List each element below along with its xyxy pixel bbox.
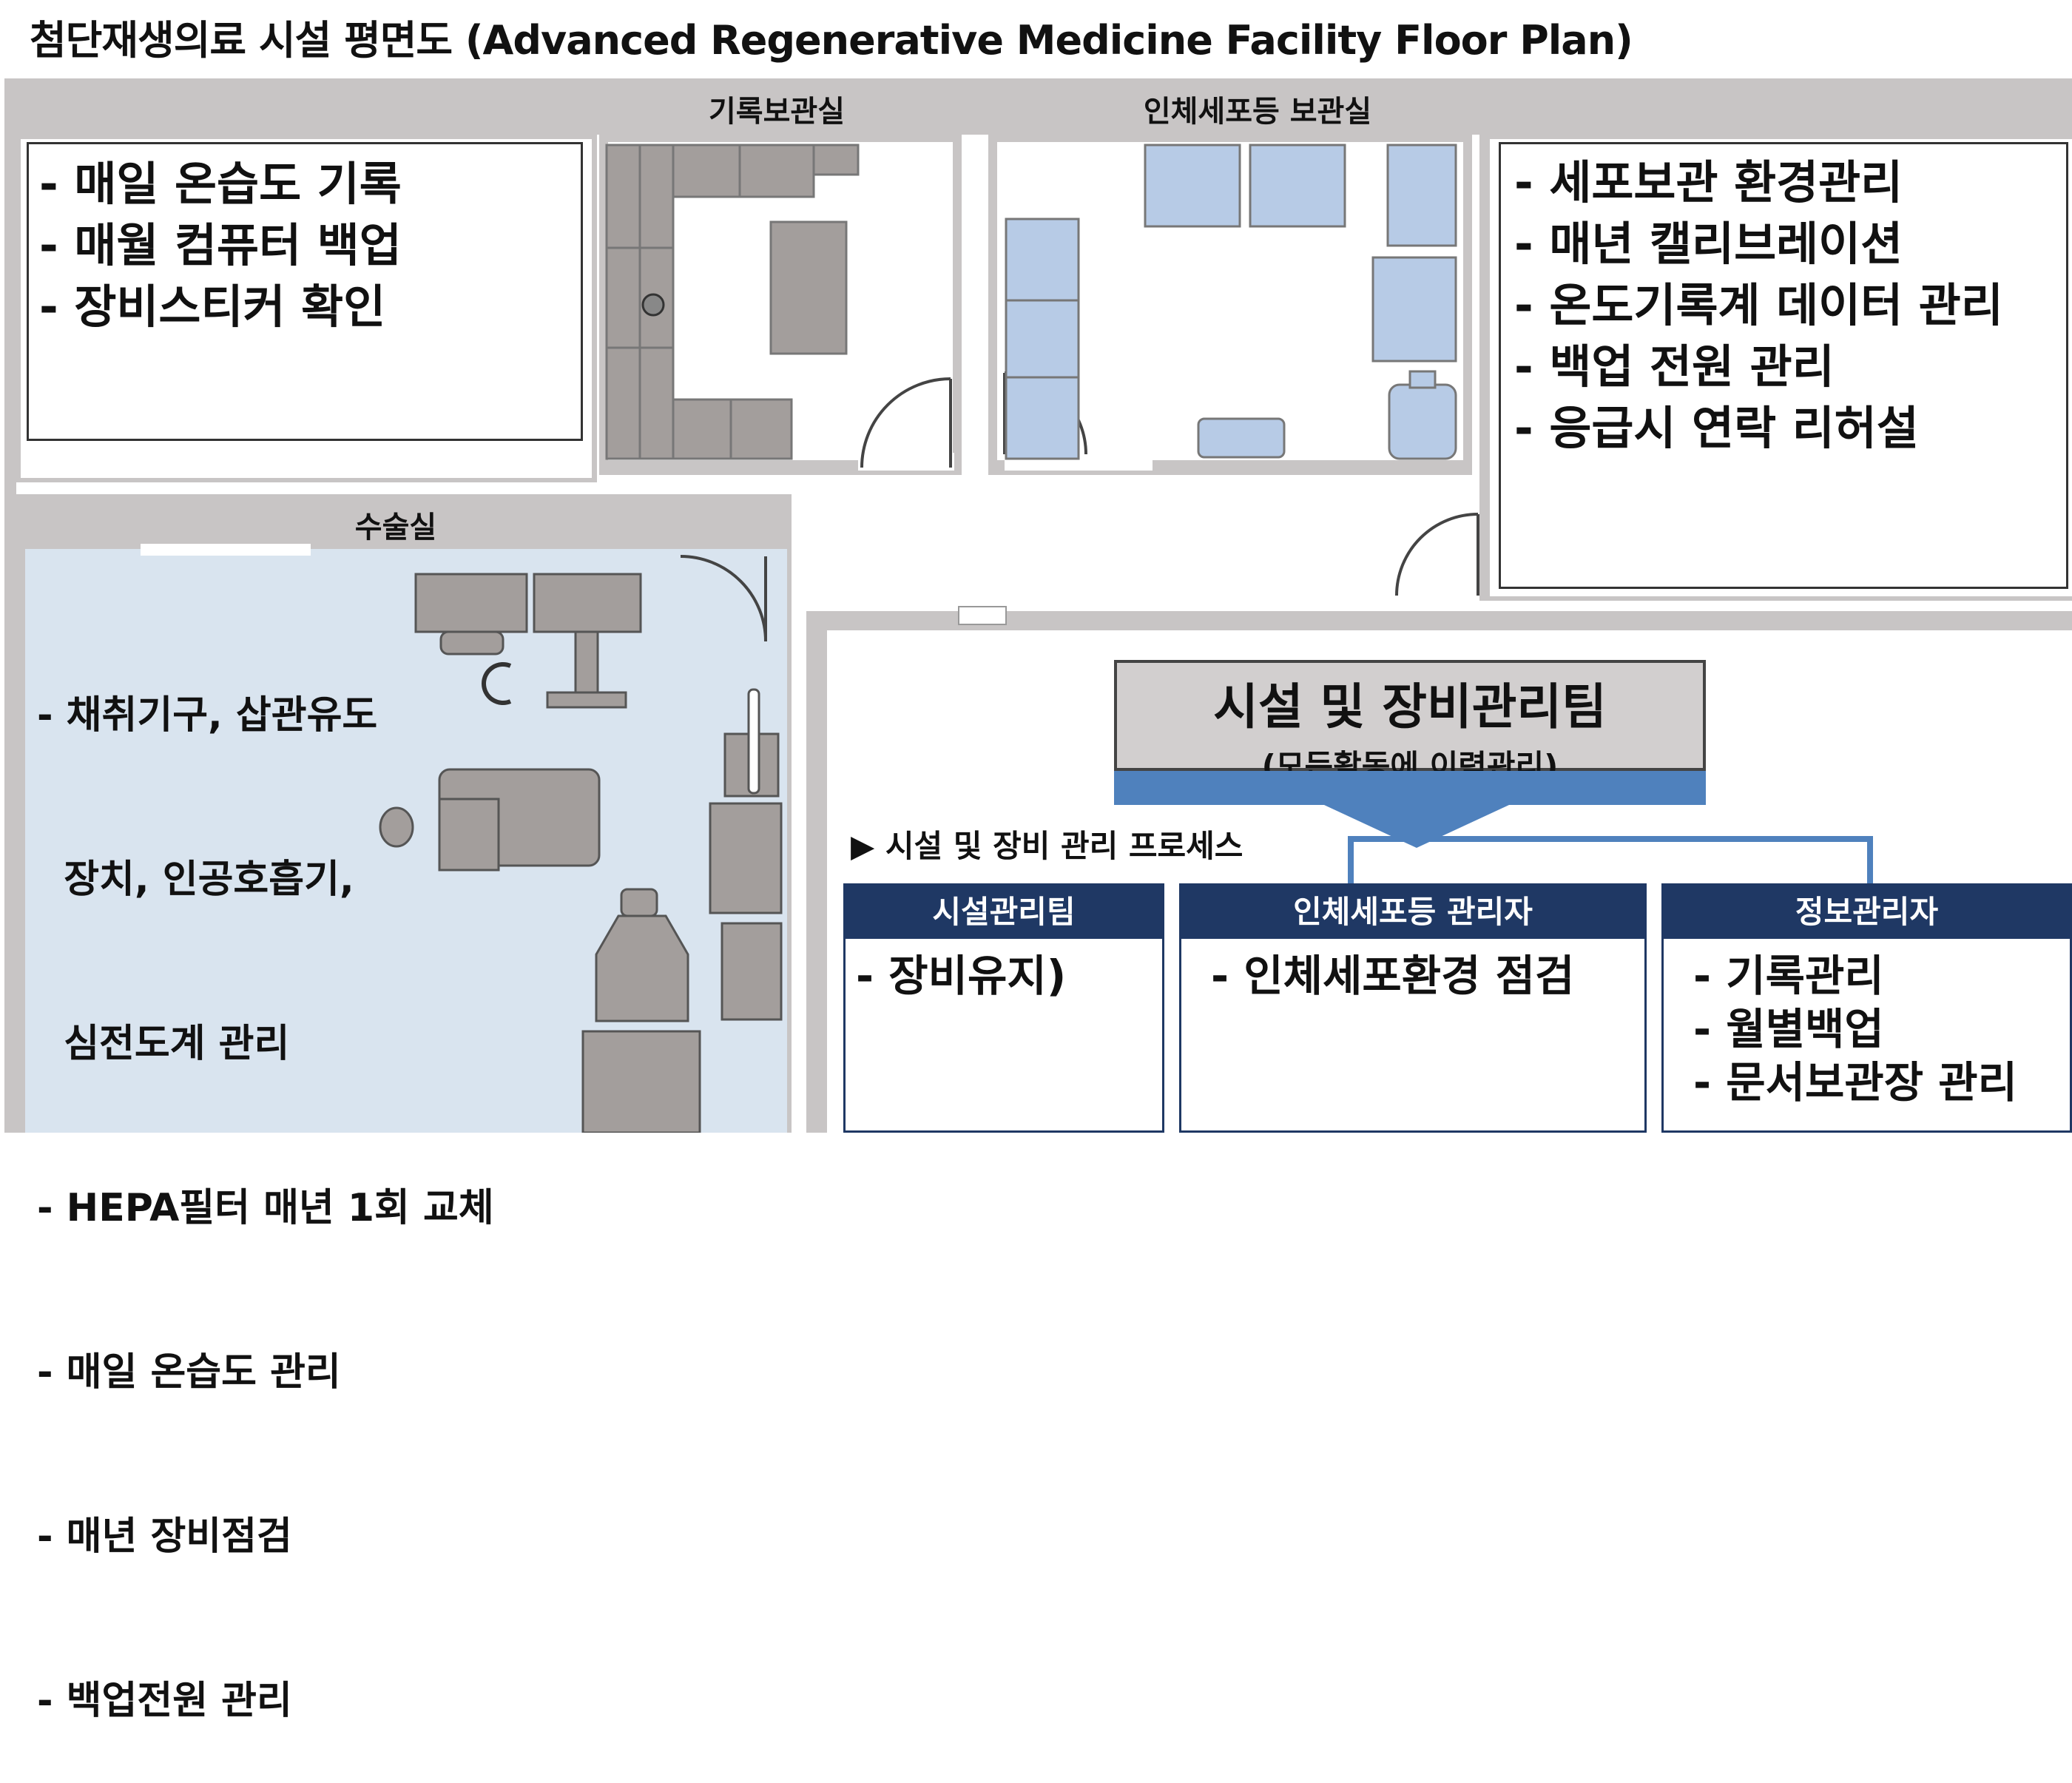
page-title: 첨단재생의료 시설 평면도 (Advanced Regenerative Med…: [30, 17, 1633, 64]
surgery-equipment: [414, 573, 528, 633]
records-desk: [769, 220, 848, 355]
storage-unit: [1144, 144, 1241, 228]
note-item: - HEPA필터 매년 1회 교체: [37, 1186, 494, 1230]
role-task: - 인체세포환경 점검: [1211, 951, 1575, 1001]
floor-cabinet: [581, 1030, 701, 1133]
connector-line: [1348, 836, 1873, 883]
note-item: - 매년 캘리브레이션: [1514, 217, 1903, 271]
note-item: - 매월 컴퓨터 백업: [39, 218, 402, 272]
water-bottle: [1388, 383, 1457, 460]
team-box: 시설 및 장비관리팀 (모든활동에 이력관리): [1114, 660, 1706, 784]
surgery-lamp: [533, 573, 642, 633]
note-item: - 온도기록계 데이터 관리: [1514, 278, 2003, 332]
role-task: - 기록관리: [1693, 951, 1884, 1001]
role-task-list: - 인체세포환경 점검: [1181, 939, 1644, 1002]
team-arrow: [1324, 805, 1509, 848]
note-item: - 매일 온습도 관리: [37, 1350, 341, 1395]
records-cabinet-top: [672, 144, 815, 198]
note-item: - 백업 전원 관리: [1514, 340, 1835, 394]
note-item: - 백업전원 관리: [37, 1679, 292, 1723]
note-item: - 채취기구, 삽관유도: [37, 693, 378, 738]
records-door-swing: [860, 377, 951, 468]
note-item: - 매일 온습도 기록: [39, 157, 402, 211]
room-label-surgery: 수술실: [354, 510, 437, 545]
storage-unit: [1005, 218, 1080, 302]
note-item: - 세포보관 환경관리: [1514, 155, 1903, 209]
role-box-cell-manager: 인체세포등 관리자 - 인체세포환경 점검: [1179, 883, 1647, 1133]
note-box-top-left: - 매일 온습도 기록 - 매월 컴퓨터 백업 - 장비스티커 확인: [27, 142, 583, 441]
side-cabinet: [721, 922, 783, 1021]
room-label-cell-storage: 인체세포등 보관실: [1143, 95, 1372, 129]
role-task-list: - 장비유지): [846, 939, 1162, 1002]
storage-unit: [1005, 299, 1080, 379]
role-name: 시설관리팀: [846, 886, 1162, 939]
records-cabinet-bottom: [672, 398, 793, 460]
role-name: 인체세포등 관리자: [1181, 886, 1644, 939]
note-item: - 매년 장비점검: [37, 1514, 292, 1559]
role-task: - 월별백업: [1693, 1004, 1884, 1054]
role-box-info-manager: 정보관리자 - 기록관리 - 월별백업 - 문서보관장 관리: [1661, 883, 2072, 1133]
note-item: 심전도계 관리: [37, 1022, 290, 1066]
role-name: 정보관리자: [1664, 886, 2070, 939]
note-list-top-right: - 세포보관 환경관리 - 매년 캘리브레이션 - 온도기록계 데이터 관리 -…: [1501, 144, 2066, 459]
gas-tank: [595, 914, 689, 1022]
storage-unit: [1197, 417, 1286, 459]
role-task: - 장비유지): [856, 951, 1067, 1001]
role-task-list: - 기록관리 - 월별백업 - 문서보관장 관리: [1664, 939, 2070, 1109]
role-task: - 문서보관장 관리: [1693, 1057, 2017, 1108]
process-label: ▶ 시설 및 장비 관리 프로세스: [851, 828, 1243, 864]
right-door-swing: [1395, 513, 1479, 596]
room-label-records: 기록보관실: [709, 95, 845, 129]
note-list-surgery: - 채취기구, 삽관유도 장치, 인공호흡기, 심전도계 관리 - HEPA필터…: [37, 579, 494, 1783]
note-item: - 장비스티커 확인: [39, 280, 386, 334]
storage-unit: [1371, 256, 1457, 363]
team-strip: [1114, 771, 1706, 805]
role-box-facility: 시설관리팀 - 장비유지): [843, 883, 1164, 1133]
note-list-top-left: - 매일 온습도 기록 - 매월 컴퓨터 백업 - 장비스티커 확인: [29, 144, 581, 337]
surgery-door-swing: [680, 555, 767, 642]
storage-unit: [1386, 144, 1457, 247]
storage-unit: [1005, 376, 1080, 460]
hook: [482, 662, 512, 705]
team-title: 시설 및 장비관리팀: [1213, 678, 1607, 735]
storage-unit: [1249, 144, 1346, 228]
note-item: 장치, 인공호흡기,: [37, 857, 354, 902]
note-item: - 응급시 연락 리허설: [1514, 401, 1919, 455]
note-box-top-right: - 세포보관 환경관리 - 매년 캘리브레이션 - 온도기록계 데이터 관리 -…: [1499, 142, 2068, 589]
side-cabinet: [709, 802, 783, 914]
